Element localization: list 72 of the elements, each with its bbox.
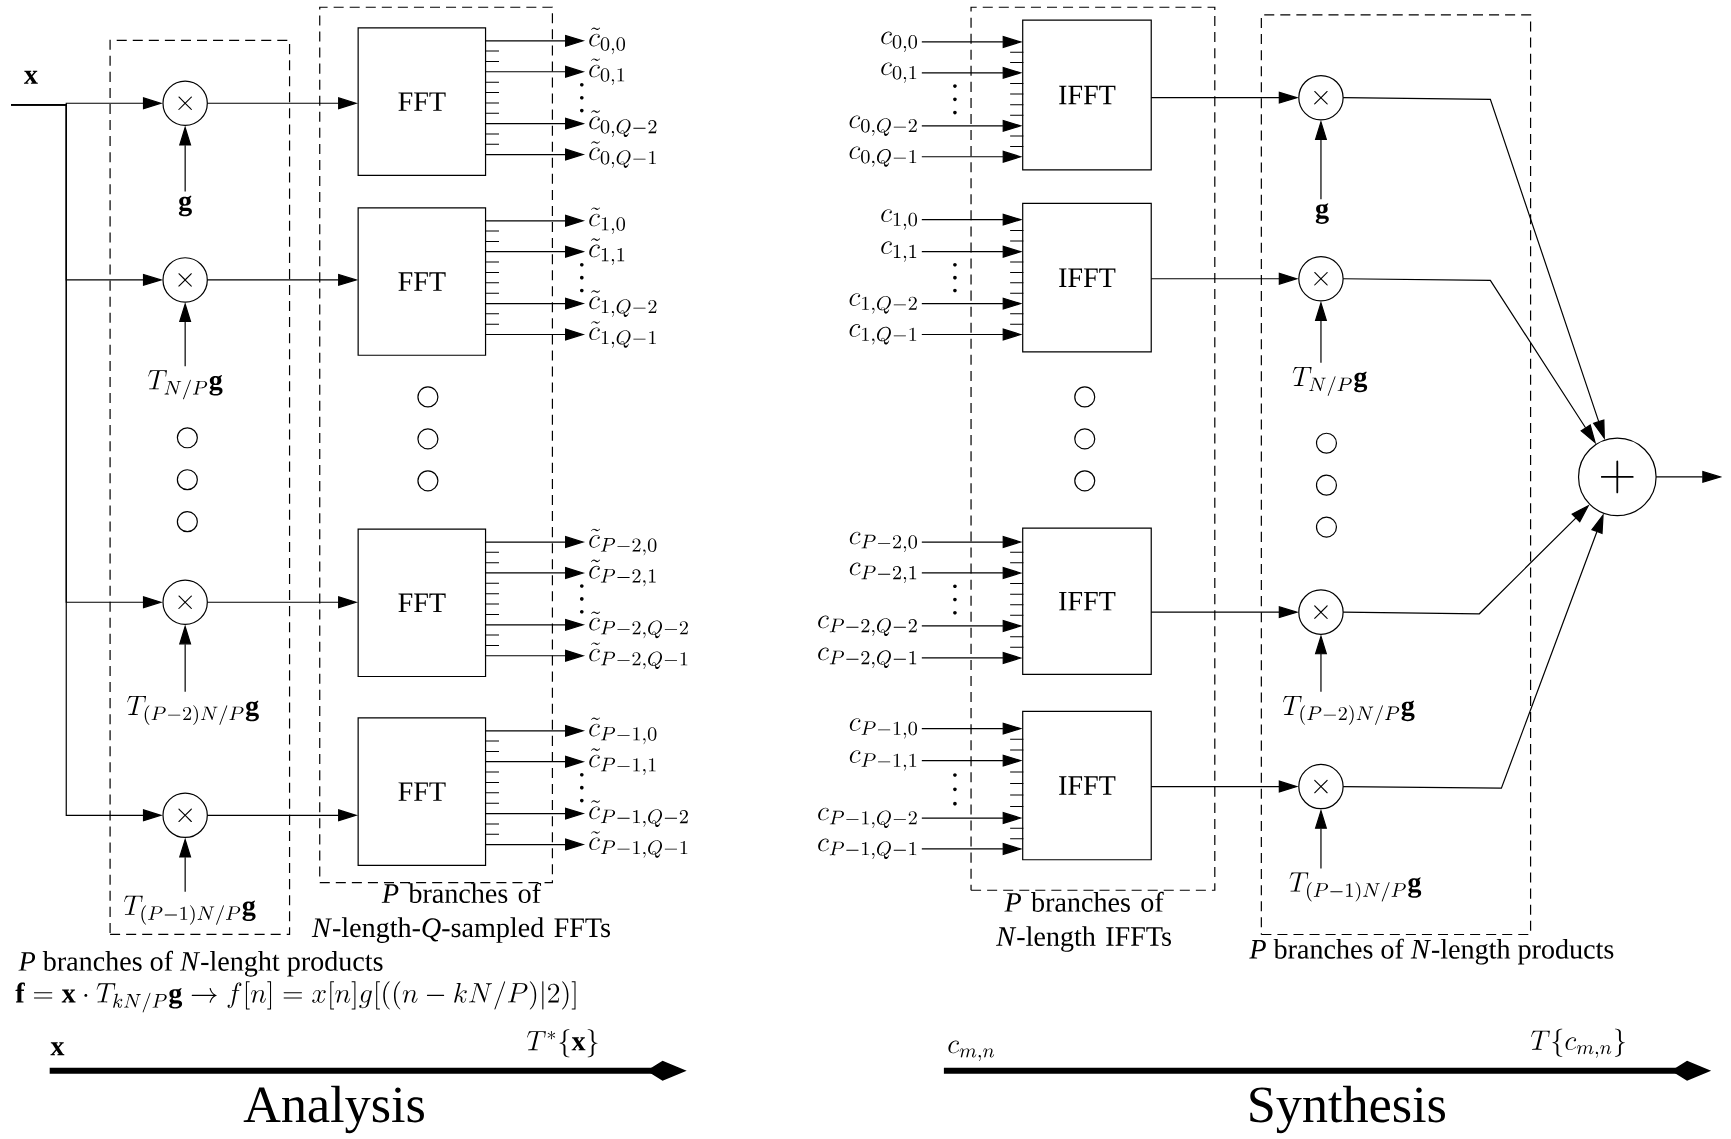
group-caption: P branches of N-lenght products xyxy=(18,950,383,977)
ellipsis-circle xyxy=(1315,432,1338,454)
coefficient-label: $\tilde{c}_{P-1,Q-2}$ xyxy=(589,800,688,827)
coefficient-label: $\tilde{c}_{1,Q-1}$ xyxy=(589,321,656,348)
group-caption: P branches of N-length IFFTs xyxy=(996,891,1171,952)
equation: $\mathbf{f}=\mathbf{x}\cdot T_{kN/P}\mathbf{g}\rightarrow f[n]=x[n]g[((n-kN/P)|2)]$ xyxy=(15,981,576,1013)
ellipsis-circle xyxy=(176,469,198,491)
ellipsis-circle xyxy=(1074,386,1096,408)
signal-label: $T_{N/P}\mathbf{g}$ xyxy=(148,370,223,400)
transform-block: IFFT xyxy=(1022,202,1152,353)
signal-label: $\mathbf{g}$ xyxy=(1315,203,1329,224)
signal-label: $\mathbf{x}$ xyxy=(50,1042,65,1056)
coefficient-label: $\tilde{c}_{0,1}$ xyxy=(589,58,625,85)
ellipsis-circle xyxy=(176,427,198,449)
group-caption: P branches of N-length products xyxy=(1249,938,1614,965)
signal-label: $T_{(P-1)N/P}\mathbf{g}$ xyxy=(1289,872,1422,902)
signal-label: $\mathbf{g}$ xyxy=(178,195,192,217)
ellipsis-circle xyxy=(1315,516,1338,538)
coefficient-label: $c_{0,Q-1}$ xyxy=(849,146,917,167)
signal-label: $T_{(P-2)N/P}\mathbf{g}$ xyxy=(127,695,259,725)
coefficient-label: $c_{P-1,1}$ xyxy=(849,750,917,771)
transform-block: FFT xyxy=(357,27,487,176)
coefficient-label: $\tilde{c}_{P-2,0}$ xyxy=(589,528,657,556)
coefficient-label: $\tilde{c}_{0,Q-1}$ xyxy=(589,141,656,168)
coefficient-label: $\tilde{c}_{P-2,1}$ xyxy=(589,559,656,587)
ellipsis-circle xyxy=(417,470,439,492)
ellipsis-circle xyxy=(417,386,439,408)
coefficient-label: $\tilde{c}_{P-1,1}$ xyxy=(589,748,656,775)
coefficient-label: $c_{P-1,Q-1}$ xyxy=(818,838,917,859)
section-title: Synthesis xyxy=(1250,1085,1445,1134)
ellipsis-circle xyxy=(417,428,439,450)
ellipsis-circle xyxy=(176,510,198,533)
signal-label: $\mathbf{x}$ xyxy=(24,70,38,84)
coefficient-label: $c_{P-1,Q-2}$ xyxy=(818,807,917,828)
coefficient-label: $c_{P-2,Q-2}$ xyxy=(818,615,917,636)
coefficient-label: $c_{P-2,1}$ xyxy=(849,562,917,583)
signal-label: $T^*\{\mathbf{x}\}$ xyxy=(527,1029,598,1058)
ellipsis-circle xyxy=(1074,470,1096,492)
coefficient-label: $c_{P-2,0}$ xyxy=(849,531,917,552)
coefficient-label: $\tilde{c}_{P-2,Q-1}$ xyxy=(589,642,688,669)
coefficient-label: $c_{1,Q-1}$ xyxy=(849,324,917,345)
coefficient-label: $c_{0,1}$ xyxy=(881,62,917,83)
transform-block: FFT xyxy=(357,528,487,677)
transform-block: FFT xyxy=(357,717,487,866)
ellipsis-circle xyxy=(1315,474,1338,496)
signal-label: $T_{N/P}\mathbf{g}$ xyxy=(1292,366,1368,396)
coefficient-label: $c_{0,Q-2}$ xyxy=(849,115,917,136)
coefficient-label: $c_{1,Q-2}$ xyxy=(849,293,917,314)
coefficient-label: $\tilde{c}_{1,1}$ xyxy=(589,238,625,265)
coefficient-label: $c_{1,0}$ xyxy=(881,209,917,230)
coefficient-label: $\tilde{c}_{0,Q-2}$ xyxy=(589,110,657,137)
coefficient-label: $\tilde{c}_{P-1,Q-1}$ xyxy=(589,831,688,858)
coefficient-label: $\tilde{c}_{P-2,Q-2}$ xyxy=(589,611,688,639)
coefficient-label: $c_{P-1,0}$ xyxy=(849,718,917,739)
group-caption: P branches of N-length-Q-sampled FFTs xyxy=(311,882,610,943)
transform-block: IFFT xyxy=(1022,710,1152,861)
coefficient-label: $c_{P-2,Q-1}$ xyxy=(818,647,917,668)
signal-label: $T\{c_{m,n}\}$ xyxy=(1531,1028,1625,1058)
coefficient-label: $c_{0,0}$ xyxy=(881,31,917,52)
transform-block: IFFT xyxy=(1022,19,1152,171)
coefficient-label: $c_{1,1}$ xyxy=(881,241,917,262)
signal-label: $c_{m,n}$ xyxy=(948,1040,995,1061)
signal-label: $T_{(P-1)N/P}\mathbf{g}$ xyxy=(123,895,256,925)
transform-block: FFT xyxy=(357,207,487,356)
ellipsis-circle xyxy=(1074,428,1096,450)
coefficient-label: $\tilde{c}_{1,0}$ xyxy=(589,207,625,234)
coefficient-label: $\tilde{c}_{0,0}$ xyxy=(589,27,625,55)
coefficient-label: $\tilde{c}_{P-1,0}$ xyxy=(589,717,657,744)
coefficient-label: $\tilde{c}_{1,Q-2}$ xyxy=(589,290,657,317)
section-title: Analysis xyxy=(243,1085,424,1134)
signal-label: $T_{(P-2)N/P}\mathbf{g}$ xyxy=(1282,695,1415,725)
transform-block: IFFT xyxy=(1022,527,1152,675)
